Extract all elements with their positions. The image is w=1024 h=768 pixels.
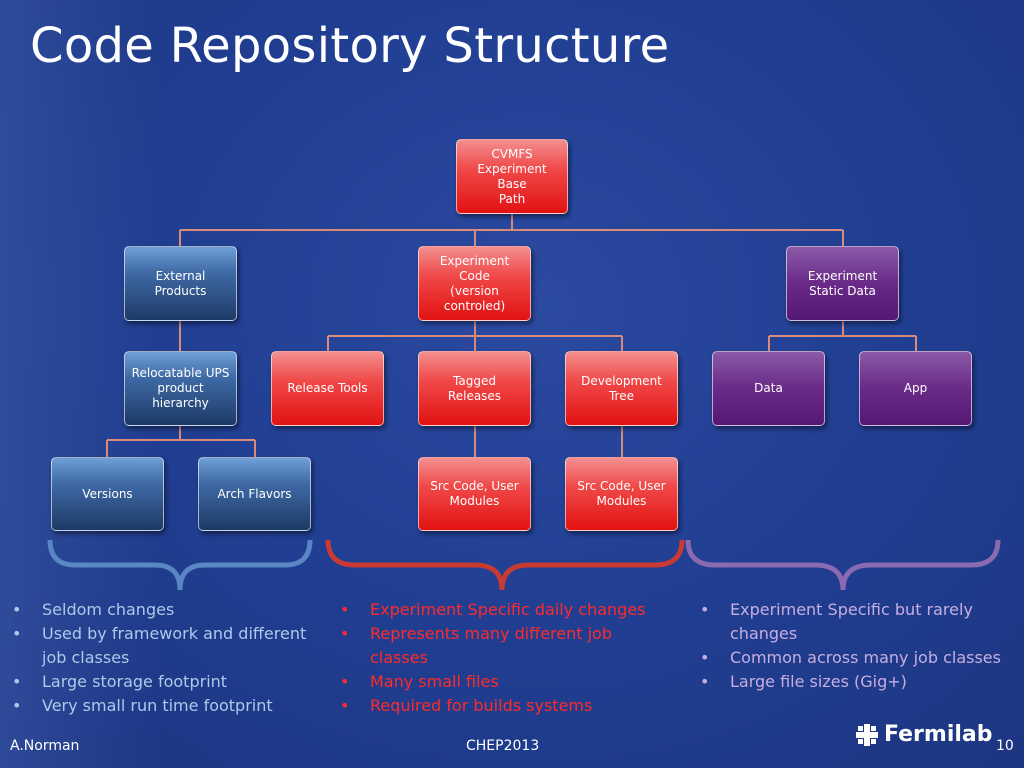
node-label-line: Products [154, 283, 207, 298]
node-label-line: Modules [449, 494, 500, 508]
fermilab-logo-icon [856, 723, 878, 746]
bullet-dot-icon: • [12, 600, 22, 619]
node-label-line: Modules [596, 494, 647, 508]
node-tagged-releases: Tagged Releases [418, 351, 531, 426]
bullet-item: • Used by framework and different job clas… [12, 622, 322, 670]
bullet-list-static-data: • Experiment Specific but rarely changes • C… [700, 598, 1020, 694]
node-label-line: Versions [82, 486, 133, 501]
fermilab-logo: Fermilab [856, 722, 993, 747]
node-label-line: Release Tools [287, 381, 368, 395]
node-label-line: Experiment Code [439, 253, 510, 283]
bullet-item: • Experiment Specific but rarely changes [700, 598, 1020, 646]
node-label-line: Path [498, 191, 526, 206]
node-label-line: hierarchy [152, 396, 209, 410]
brace-static-data [685, 539, 1001, 591]
bullet-dot-icon: • [340, 624, 350, 643]
bullet-text-line: Very small run time footprint [42, 696, 273, 715]
bullet-list-external: • Seldom changes • Used by framework and di… [12, 598, 322, 718]
bullet-dot-icon: • [340, 696, 350, 715]
bullet-text-line: Represents many different job [370, 624, 612, 643]
node-arch-flavors: Arch Flavors [198, 457, 311, 531]
bullet-dot-icon: • [700, 600, 710, 619]
node-label-line: App [903, 381, 928, 395]
bullet-text-line: Used by framework and different [42, 624, 307, 643]
bullet-item: • Large storage footprint [12, 670, 322, 694]
bullet-list-experiment-code: • Experiment Specific daily changes • Repre… [340, 598, 670, 718]
node-label-line: product [157, 381, 204, 395]
node-app: App [859, 351, 972, 426]
node-release-tools: Release Tools [271, 351, 384, 426]
bullet-text-line: Experiment Specific daily changes [370, 600, 646, 619]
node-label-line: Tagged Releases [447, 373, 502, 403]
node-label-line: Tree [608, 388, 634, 403]
node-versions: Versions [51, 457, 164, 531]
brace-external [47, 539, 313, 591]
footer-author: A.Norman [10, 738, 80, 754]
bullet-item: • Represents many different job classes [340, 622, 670, 670]
node-label-line: External [155, 268, 206, 283]
bullet-text-line: job classes [42, 648, 130, 667]
bullet-item: • Required for builds systems [340, 694, 670, 718]
fermilab-logo-text: Fermilab [884, 722, 993, 747]
brace-experiment-code [325, 539, 685, 591]
slide-page-number: 10 [996, 738, 1014, 754]
bullet-text-line: classes [370, 648, 428, 667]
node-label-line: Relocatable UPS [131, 366, 230, 380]
bullet-text-line: changes [730, 624, 798, 643]
node-data: Data [712, 351, 825, 426]
bullet-dot-icon: • [12, 672, 22, 691]
bullet-dot-icon: • [700, 648, 710, 667]
bullet-item: • Many small files [340, 670, 670, 694]
bullet-text-line: Seldom changes [42, 600, 175, 619]
slide-title: Code Repository Structure [30, 18, 670, 74]
bullet-item: • Seldom changes [12, 598, 322, 622]
node-label-line: (version [450, 283, 499, 298]
node-label-line: controled) [443, 298, 506, 313]
node-label-line: Experiment [807, 268, 878, 283]
node-label-line: Arch Flavors [217, 486, 292, 501]
node-label-line: CVMFS [491, 146, 533, 161]
node-label-line: Src Code, User [430, 479, 519, 493]
bullet-item: • Large file sizes (Gig+) [700, 670, 1020, 694]
bullet-text-line: Large file sizes (Gig+) [730, 672, 907, 691]
node-label-line: Experiment Base [477, 161, 547, 191]
bullet-text-line: Common across many job classes [730, 648, 1001, 667]
bullet-dot-icon: • [12, 696, 22, 715]
bullet-text-line: Many small files [370, 672, 499, 691]
bullet-dot-icon: • [12, 624, 22, 643]
bullet-dot-icon: • [700, 672, 710, 691]
bullet-text-line: Experiment Specific but rarely [730, 600, 973, 619]
node-label-line: Data [754, 381, 783, 395]
footer-conference: CHEP2013 [466, 738, 540, 754]
bullet-item: • Experiment Specific daily changes [340, 598, 670, 622]
bullet-dot-icon: • [340, 600, 350, 619]
node-label-line: Src Code, User [577, 479, 666, 493]
bullet-dot-icon: • [340, 672, 350, 691]
bullet-item: • Very small run time footprint [12, 694, 322, 718]
node-label-line: Development [581, 373, 662, 388]
bullet-item: • Common across many job classes [700, 646, 1020, 670]
bullet-text-line: Large storage footprint [42, 672, 228, 691]
bullet-text-line: Required for builds systems [370, 696, 593, 715]
node-label-line: Static Data [809, 283, 876, 298]
